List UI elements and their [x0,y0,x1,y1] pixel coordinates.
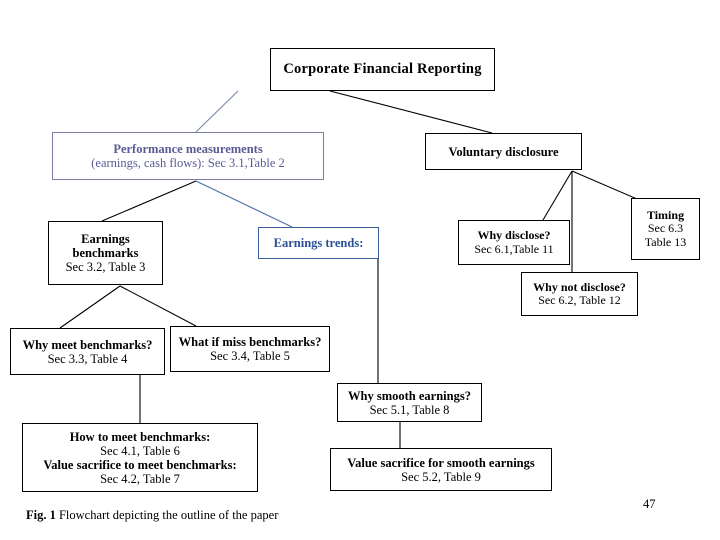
node-line-2: Sec 5.2, Table 9 [401,469,481,484]
page-number: 47 [643,497,656,511]
node-line-2: Sec 6.1,Table 11 [474,241,554,256]
node-line-3: Table 13 [644,234,687,249]
node-line-1: Why meet benchmarks? [22,337,153,352]
node-why-smooth-earnings[interactable]: Why smooth earnings? Sec 5.1, Table 8 [337,383,482,422]
node-corporate-financial-reporting[interactable]: Corporate Financial Reporting [270,48,495,91]
node-what-if-miss-benchmarks[interactable]: What if miss benchmarks? Sec 3.4, Table … [170,326,330,372]
node-line-1: Voluntary disclosure [448,144,559,159]
node-line-1: Timing [646,207,685,222]
node-line-2: Sec 5.1, Table 8 [369,402,450,417]
figure-caption-text: Flowchart depicting the outline of the p… [58,508,279,522]
node-earnings-benchmarks[interactable]: Earnings benchmarks Sec 3.2, Table 3 [48,221,163,285]
figure-caption-label: Fig. 1 [26,508,56,522]
node-line-1: Why smooth earnings? [348,388,471,403]
node-value-sacrifice-smooth-earnings[interactable]: Value sacrifice for smooth earnings Sec … [330,448,552,491]
node-line-1: How to meet benchmarks: [69,429,211,444]
connector-performance-to-earnings-trends [195,180,293,228]
node-line-2: Sec 3.3, Table 4 [47,351,128,366]
connector-earnings-benchmarks-to-what-miss [119,285,197,327]
connector-voluntary-to-timing [571,170,638,200]
node-earnings-trends[interactable]: Earnings trends: [258,227,379,259]
node-line-3: Value sacrifice to meet benchmarks: [43,457,237,472]
node-line-1: Value sacrifice for smooth earnings [347,455,535,470]
node-line-1: Earnings [81,232,130,246]
connector-title-to-performance [195,90,239,133]
node-line-3: Sec 3.2, Table 3 [65,260,146,274]
node-title-line: Corporate Financial Reporting [283,61,482,78]
connector-title-to-voluntary [329,90,493,134]
node-performance-measurements[interactable]: Performance measurements (earnings, cash… [52,132,324,180]
connector-performance-to-earnings-benchmarks [101,180,197,222]
node-line-1: Why disclose? [477,228,551,243]
node-how-to-meet-benchmarks[interactable]: How to meet benchmarks: Sec 4.1, Table 6… [22,423,258,492]
node-line-1: Earnings trends: [273,236,364,250]
node-why-meet-benchmarks[interactable]: Why meet benchmarks? Sec 3.3, Table 4 [10,328,165,375]
node-line-4: Sec 4.2, Table 7 [100,471,180,486]
connector-voluntary-to-why-disclose [542,170,573,221]
node-why-not-disclose[interactable]: Why not disclose? Sec 6.2, Table 12 [521,272,638,316]
node-line-1: What if miss benchmarks? [178,335,322,349]
node-timing[interactable]: Timing Sec 6.3 Table 13 [631,198,700,260]
node-voluntary-disclosure[interactable]: Voluntary disclosure [425,133,582,170]
node-line-2: Sec 3.4, Table 5 [210,349,290,363]
node-line-2: Sec 4.1, Table 6 [100,443,180,458]
node-line-2: (earnings, cash flows): Sec 3.1,Table 2 [91,156,285,170]
node-line-2: Sec 6.3 [647,221,684,236]
node-line-2: benchmarks [72,246,139,260]
connector-earnings-benchmarks-to-why-meet [59,285,121,329]
node-line-1: Performance measurements [113,142,263,156]
figure-caption: Fig. 1 Flowchart depicting the outline o… [26,508,278,523]
node-line-2: Sec 6.2, Table 12 [538,293,621,307]
node-line-1: Why not disclose? [533,279,626,294]
node-why-disclose[interactable]: Why disclose? Sec 6.1,Table 11 [458,220,570,265]
